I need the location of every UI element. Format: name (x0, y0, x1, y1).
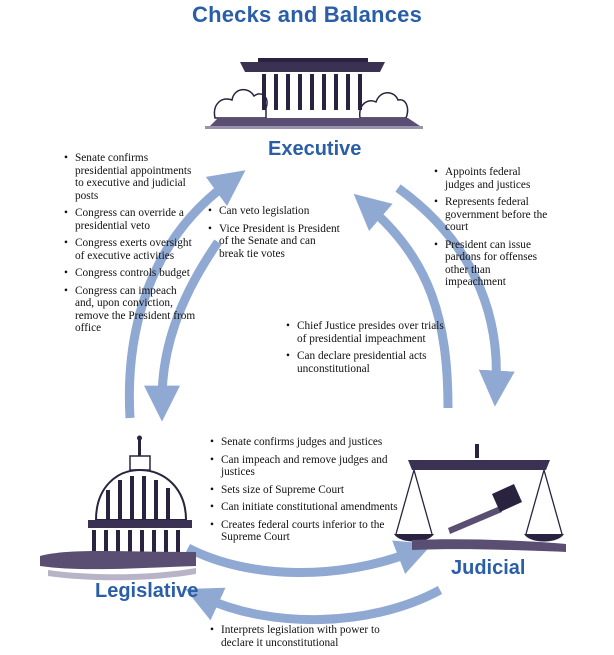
list-item: Senate confirms judges and justices (210, 436, 406, 449)
judicial-checks-on-legislative: Interprets legislation with power to dec… (210, 624, 410, 654)
list-item: Creates federal courts inferior to the S… (210, 519, 406, 544)
list-item: Senate confirms presidential appointment… (64, 152, 196, 202)
legislative-checks-on-judicial: Senate confirms judges and justices Can … (210, 436, 406, 549)
list-item: Congress can impeach and, upon convictio… (64, 285, 196, 335)
list-item: Can initiate constitutional amendments (210, 501, 406, 514)
arrow-judicial-to-legislative (185, 586, 443, 624)
list-item: Can impeach and remove judges and justic… (210, 454, 406, 479)
list-item: Vice President is President of the Senat… (208, 223, 340, 261)
judicial-label: Judicial (451, 557, 526, 579)
list-item: President can issue pardons for offenses… (434, 239, 552, 289)
list-item: Congress controls budget (64, 267, 196, 280)
arrow-judicial-to-executive (353, 193, 453, 409)
list-item: Can declare presidential acts unconstitu… (286, 350, 446, 375)
list-item: Appoints federal judges and justices (434, 166, 552, 191)
executive-checks-on-legislative: Can veto legislation Vice President is P… (208, 205, 340, 265)
judicial-checks-on-executive: Chief Justice presides over trials of pr… (286, 320, 446, 380)
executive-checks-on-judicial: Appoints federal judges and justices Rep… (434, 166, 552, 294)
list-item: Chief Justice presides over trials of pr… (286, 320, 446, 345)
list-item: Can veto legislation (208, 205, 340, 218)
legislative-checks-on-executive: Senate confirms presidential appointment… (64, 152, 196, 340)
list-item: Represents federal government before the… (434, 196, 552, 234)
executive-label: Executive (268, 138, 362, 160)
list-item: Congress can override a presidential vet… (64, 207, 196, 232)
list-item: Congress exerts oversight of executive a… (64, 237, 196, 262)
arrow-legislative-to-judicial (185, 540, 433, 577)
list-item: Interprets legislation with power to dec… (210, 624, 410, 649)
diagram-title: Checks and Balances (191, 2, 423, 27)
list-item: Sets size of Supreme Court (210, 484, 406, 497)
legislative-label: Legislative (95, 580, 199, 602)
